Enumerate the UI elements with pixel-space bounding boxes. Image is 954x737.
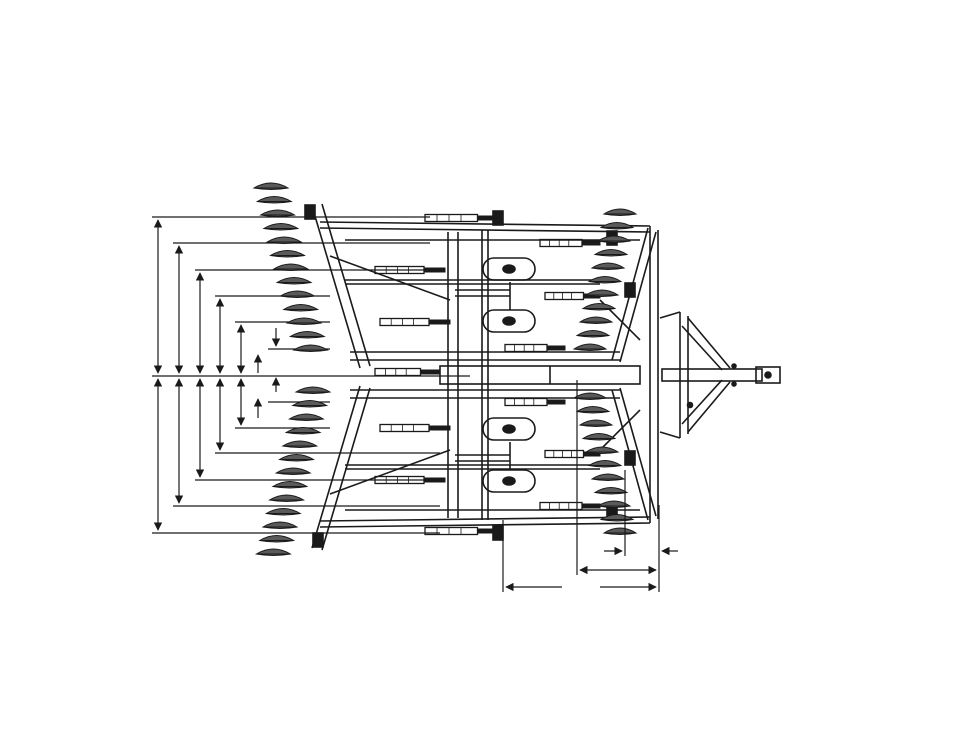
hub-8 [625,451,635,465]
front-gang-bar-bottom [312,386,360,548]
hub-1 [305,205,315,219]
front-bottom-disc-21 [270,495,304,502]
rear-bottom-disc-21 [604,528,636,535]
hydraulic-cylinder-4 [375,369,440,376]
hydraulic-cylinder-3 [380,319,450,326]
front-bottom-disc-19 [276,468,310,475]
rear-top-disc-7 [583,304,615,311]
front-bottom-disc-24 [260,536,294,543]
hydraulic-cylinder-5 [380,425,450,432]
center-beam [440,366,640,384]
rear-top-disc-1 [601,223,633,230]
rear-top-disc-8 [580,317,612,324]
front-bottom-disc-25 [256,549,290,556]
rear-bottom-disc-20 [601,515,633,522]
rear-top-disc-2 [598,236,630,243]
front-bottom-disc-13 [296,387,330,394]
front-top-disc-9 [284,305,318,312]
rear-top-disc-9 [577,331,609,338]
hub-7 [625,283,635,297]
front-top-disc-5 [271,251,305,258]
transport-wheels [455,258,535,492]
front-bottom-disc-20 [273,482,307,489]
rear-bottom-disc-14 [583,434,615,441]
hitch-arm-bottom [688,382,730,432]
hydraulic-cylinder-10 [505,345,565,352]
front-disc-gang [254,183,330,556]
front-top-disc-3 [264,224,298,231]
rear-disc-gang [574,209,636,535]
rear-bottom-disc-18 [595,488,627,495]
front-bottom-disc-23 [263,522,297,529]
front-top-disc-6 [274,264,308,271]
rear-bottom-disc-11 [574,393,606,400]
front-top-disc-7 [277,278,311,285]
rear-top-disc-5 [589,277,621,284]
front-bottom-disc-15 [289,414,323,421]
frame-bottom-rail [320,517,650,521]
rear-bottom-disc-12 [577,407,609,414]
front-top-disc-8 [280,291,314,298]
hydraulic-cylinder-13 [540,503,600,510]
hub-2 [313,533,323,547]
front-top-disc-0 [254,183,288,190]
frame-top-rail [320,222,650,226]
rear-bottom-disc-17 [592,474,624,481]
rear-top-disc-3 [595,250,627,257]
hydraulic-cylinder-1 [425,215,500,222]
front-bottom-disc-22 [266,509,300,516]
hitch-arm-top [688,318,730,368]
front-top-disc-10 [287,318,321,325]
front-gang-bar-top [312,206,360,368]
rear-top-disc-10 [574,344,606,351]
rear-bottom-disc-16 [589,461,621,468]
front-top-disc-12 [294,345,328,352]
front-bottom-disc-18 [280,455,314,462]
hydraulic-cylinder-11 [505,399,565,406]
hitch-tongue [660,312,780,438]
front-top-disc-2 [261,210,295,217]
front-bottom-disc-17 [283,441,317,448]
rear-top-disc-6 [586,290,618,297]
rear-top-disc-4 [592,263,624,270]
front-top-disc-11 [290,332,324,339]
tongue-bar [662,369,762,381]
rear-top-disc-0 [604,209,636,216]
left-dimension-group [152,217,470,533]
rear-bottom-disc-15 [586,447,618,454]
rear-bottom-disc-13 [580,420,612,427]
front-top-disc-1 [257,197,291,204]
front-top-disc-4 [267,237,301,244]
